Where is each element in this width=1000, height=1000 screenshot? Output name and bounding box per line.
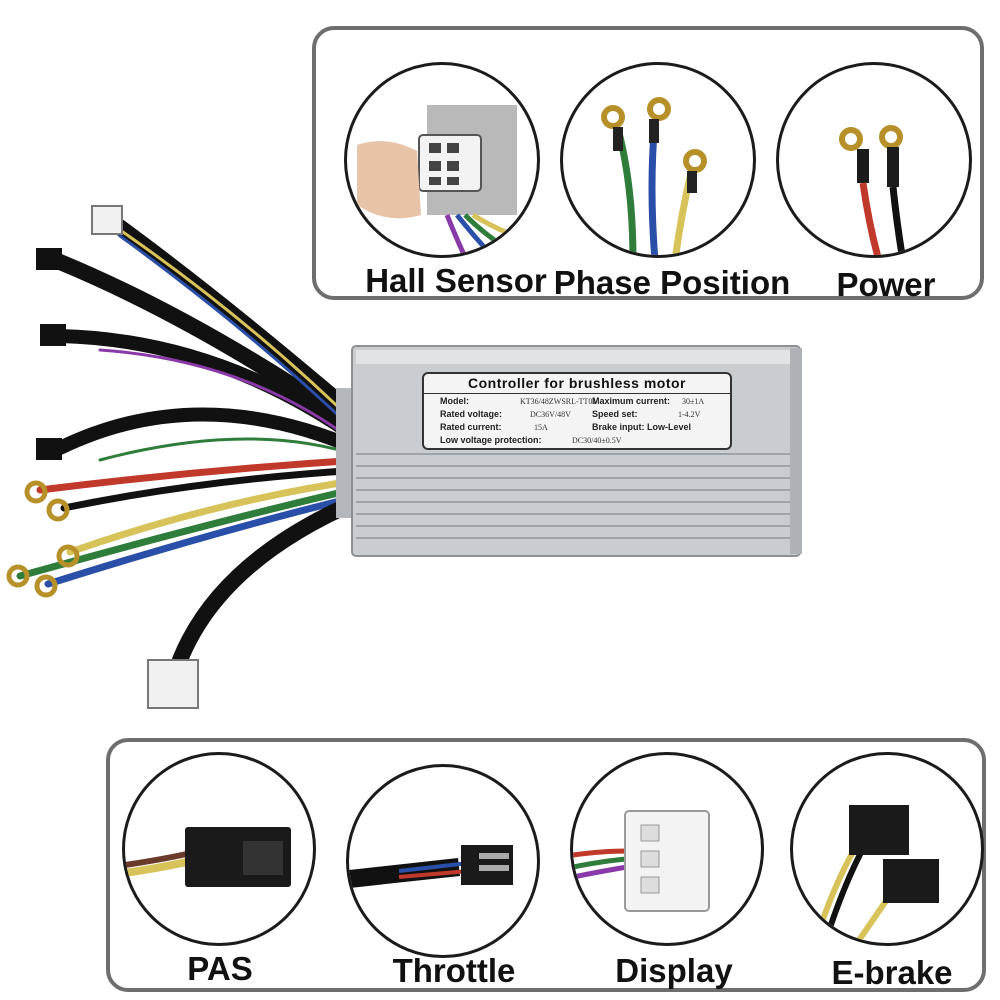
brake-input-label: Brake input: Low-Level <box>592 422 692 432</box>
controller-label-plate: Controller for brushless motor Model: KT… <box>422 372 732 450</box>
phase-wires-icon <box>560 62 756 258</box>
power-wires-icon <box>776 62 972 258</box>
max-current-value: 30±1A <box>682 397 705 406</box>
throttle-label: Throttle <box>392 952 516 989</box>
plate-title: Controller for brushless motor <box>424 374 730 394</box>
rated-current-label: Rated current: <box>440 422 502 432</box>
power-label: Power <box>836 266 936 303</box>
display-connector-icon <box>570 752 764 946</box>
low-voltage-protection-label: Low voltage protection: <box>440 435 542 445</box>
rated-current-value: 15A <box>534 423 548 432</box>
rated-voltage-value: DC36V/48V <box>530 410 571 419</box>
low-voltage-protection-value: DC30/40±0.5V <box>572 436 622 445</box>
rated-voltage-label: Rated voltage: <box>440 409 503 419</box>
max-current-label: Maximum current: <box>592 396 671 406</box>
ebrake-connector-icon <box>790 752 984 946</box>
hall-sensor-connector-icon <box>344 62 540 258</box>
e-brake-label: E-brake <box>831 954 953 991</box>
display-label: Display <box>615 952 733 989</box>
throttle-connector-icon <box>346 764 540 958</box>
bottom-connector-panel: PAS Throttle Display E-brake <box>106 738 986 992</box>
hall-sensor-label: Hall Sensor <box>365 262 547 299</box>
speed-set-value: 1-4.2V <box>678 410 701 419</box>
controller-photo <box>6 205 802 709</box>
top-connector-panel: Hall Sensor Phase Position Power <box>312 26 984 303</box>
model-value: KT36/48ZWSRL-TT01 <box>520 397 597 406</box>
model-label: Model: <box>440 396 469 406</box>
pas-connector-icon <box>122 752 316 946</box>
speed-set-label: Speed set: <box>592 409 638 419</box>
phase-position-label: Phase Position <box>553 264 791 301</box>
pas-label: PAS <box>187 950 253 987</box>
